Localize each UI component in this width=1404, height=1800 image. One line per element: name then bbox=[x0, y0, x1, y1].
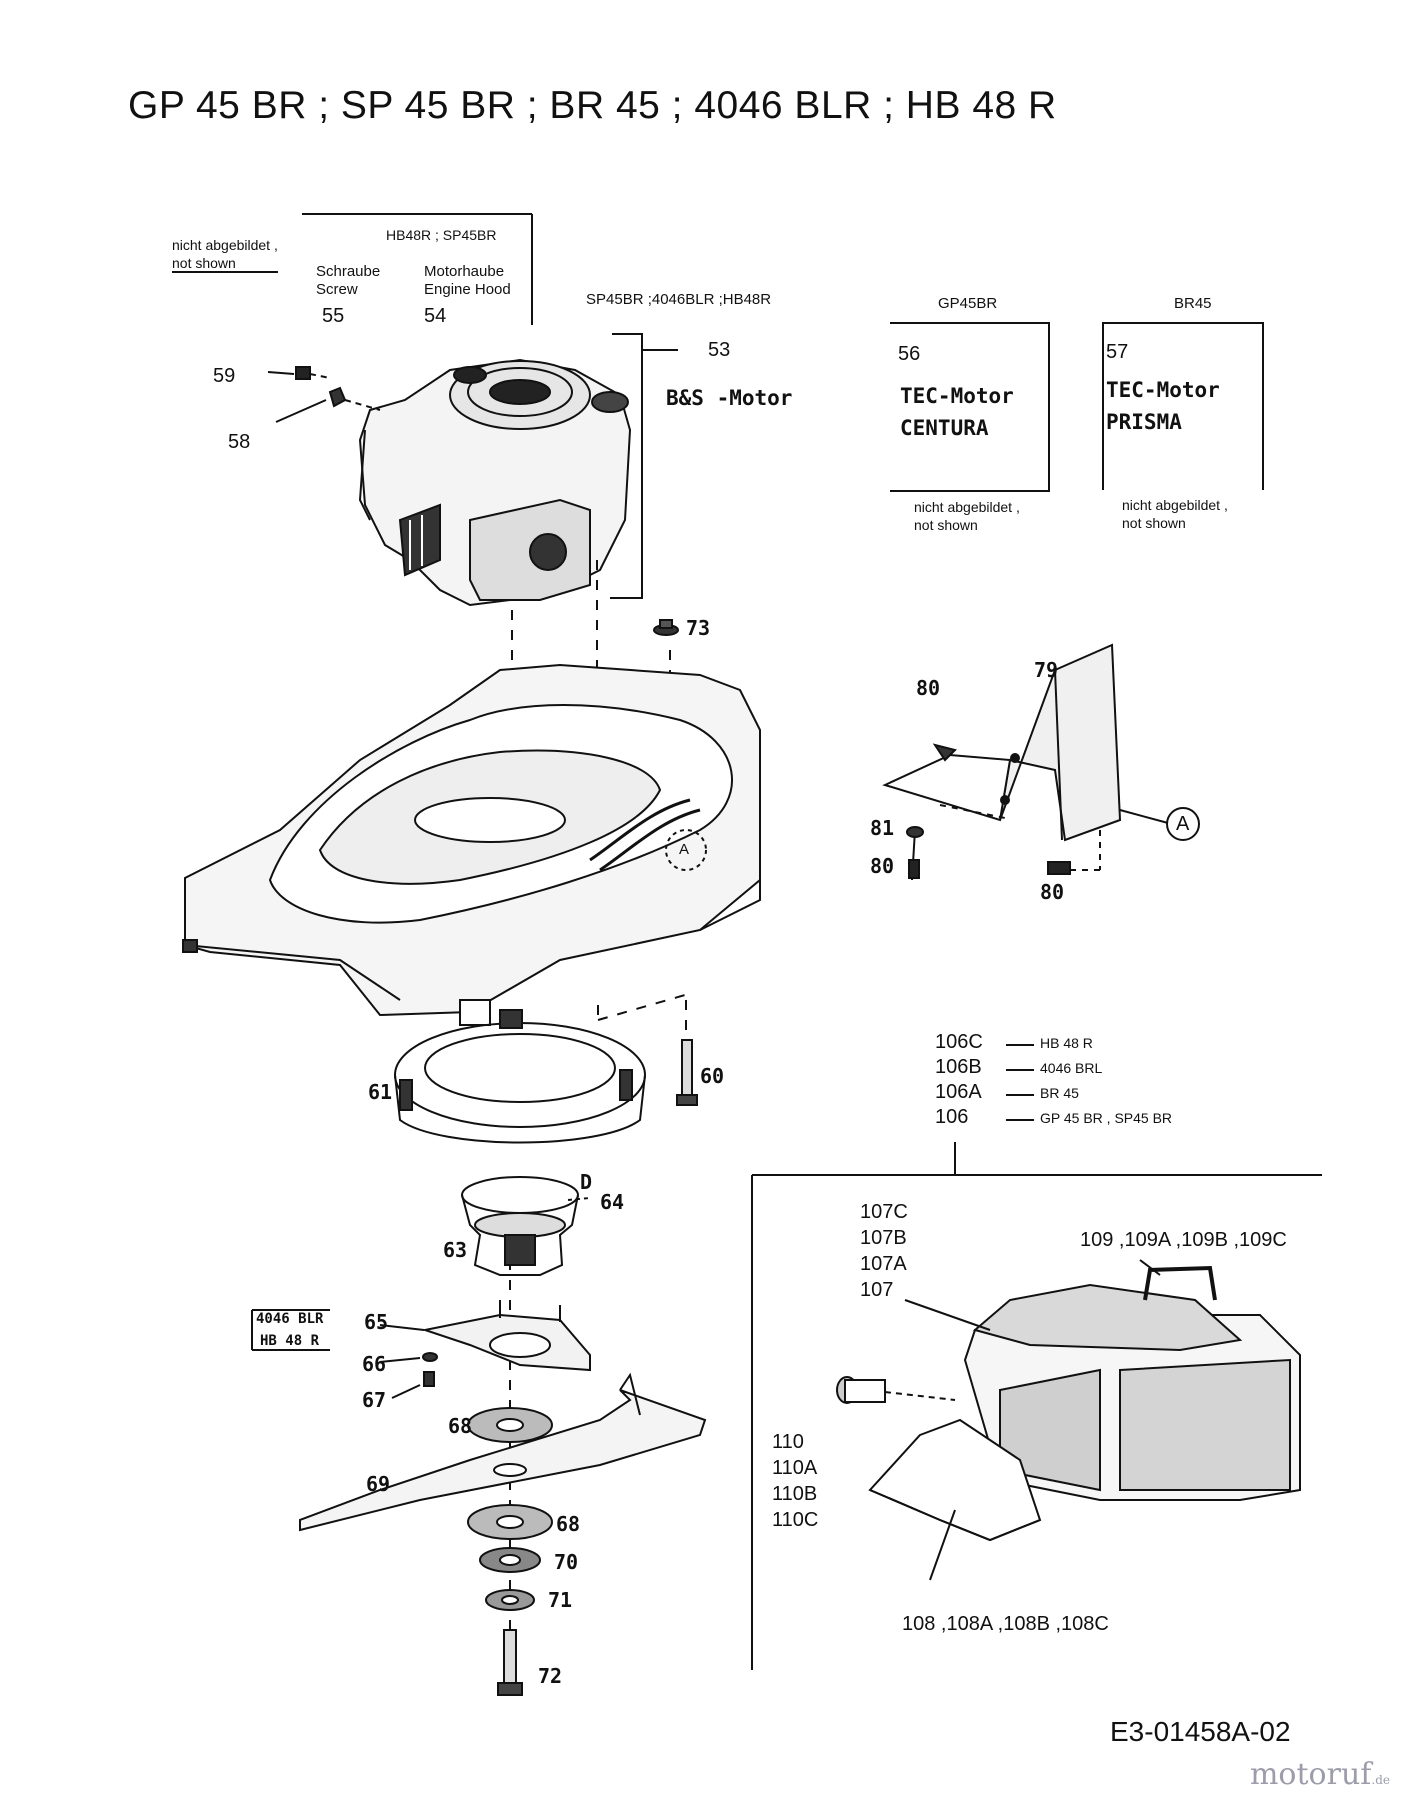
ref-79: 79 bbox=[1034, 658, 1059, 682]
ref-107a: 107A bbox=[860, 1253, 907, 1275]
deck-marker-a: A bbox=[679, 841, 690, 858]
page-title: GP 45 BR ; SP 45 BR ; BR 45 ; 4046 BLR ;… bbox=[128, 84, 1057, 127]
box-frame bbox=[890, 322, 1050, 492]
engine-drawing bbox=[358, 358, 632, 607]
ref-109: 109 ,109A ,109B ,109C bbox=[1080, 1229, 1287, 1251]
ref-110a: 110A bbox=[772, 1457, 818, 1479]
engine-hood-screw-drawing bbox=[267, 366, 381, 423]
hood-en-label: Engine Hood bbox=[424, 281, 511, 298]
box-note-1: nicht abgebildet , bbox=[914, 499, 1020, 515]
engine-models-label: SP45BR ;4046BLR ;HB48R bbox=[586, 291, 772, 308]
part-60-drawing bbox=[676, 1039, 698, 1106]
ref-67: 67 bbox=[362, 1388, 387, 1412]
variant-model: 4046 BRL bbox=[1040, 1060, 1103, 1076]
hood-models-label: HB48R ; SP45BR bbox=[386, 227, 497, 243]
engine-bracket bbox=[610, 333, 678, 599]
drawing-number: E3-01458A-02 bbox=[1110, 1716, 1291, 1747]
ref-80-bottom: 80 bbox=[1040, 880, 1065, 904]
ref-72: 72 bbox=[538, 1664, 563, 1688]
deflector-drawing bbox=[882, 643, 1200, 881]
ref-110c: 110C bbox=[772, 1509, 819, 1531]
ref-107c: 107C bbox=[860, 1201, 908, 1223]
ref-61: 61 bbox=[368, 1080, 393, 1104]
ref-56: 56 bbox=[898, 343, 921, 365]
ref-53: 53 bbox=[708, 339, 731, 361]
variant-model: BR 45 bbox=[1040, 1085, 1079, 1101]
box-model-label: GP45BR bbox=[938, 295, 998, 312]
grass-bag-frame bbox=[751, 1044, 1322, 1670]
box-model-label: BR45 bbox=[1174, 295, 1212, 312]
not-shown-en-label: not shown bbox=[172, 255, 236, 271]
box-note-2: not shown bbox=[1122, 515, 1186, 531]
ref-108: 108 ,108A ,108B ,108C bbox=[902, 1613, 1109, 1635]
blade-assembly-drawing bbox=[299, 1372, 707, 1696]
bs-motor-label: B&S -Motor bbox=[666, 386, 793, 410]
screw-en-label: Screw bbox=[316, 281, 358, 298]
variant-ref: 106A bbox=[935, 1081, 982, 1103]
ref-81: 81 bbox=[870, 816, 895, 840]
ref-71: 71 bbox=[548, 1588, 573, 1612]
box-line-2: PRISMA bbox=[1106, 410, 1182, 434]
not-shown-de-label: nicht abgebildet , bbox=[172, 237, 278, 253]
ref-69: 69 bbox=[366, 1472, 391, 1496]
ref-57: 57 bbox=[1106, 341, 1129, 363]
marker-a: A bbox=[1176, 813, 1190, 835]
part-73-drawing bbox=[653, 619, 679, 636]
box-frame bbox=[1102, 322, 1264, 490]
ref-68-bottom: 68 bbox=[556, 1512, 581, 1536]
ref-64: 64 bbox=[600, 1190, 625, 1214]
variant-model: GP 45 BR , SP45 BR bbox=[1040, 1110, 1173, 1126]
ref-80-left: 80 bbox=[870, 854, 895, 878]
box-note-1: nicht abgebildet , bbox=[1122, 497, 1228, 513]
box-line-1: TEC-Motor bbox=[900, 384, 1014, 408]
variant-ref: 106B bbox=[935, 1056, 982, 1078]
ref-59: 59 bbox=[213, 365, 236, 387]
box-line-2: CENTURA bbox=[900, 416, 989, 440]
grass-bag-drawing bbox=[836, 1259, 1301, 1581]
ref-107b: 107B bbox=[860, 1227, 907, 1249]
ref-63: 63 bbox=[443, 1238, 468, 1262]
part-66-67-drawing bbox=[379, 1352, 438, 1399]
ref-66: 66 bbox=[362, 1352, 387, 1376]
ref-80-top: 80 bbox=[916, 676, 941, 700]
part-63-64-drawing bbox=[461, 1176, 591, 1276]
ref-68-top: 68 bbox=[448, 1414, 473, 1438]
hood-de-label: Motorhaube bbox=[424, 263, 505, 280]
screw-de-label: Schraube bbox=[316, 263, 381, 280]
ref-55: 55 bbox=[322, 305, 345, 327]
watermark-text: motoruf bbox=[1249, 1757, 1372, 1792]
ref-110b: 110B bbox=[772, 1483, 818, 1505]
watermark-suffix: .de bbox=[1371, 1773, 1390, 1787]
ref-107: 107 bbox=[860, 1279, 894, 1301]
watermark-logo: motoruf.de bbox=[1250, 1757, 1390, 1792]
ref-54: 54 bbox=[424, 305, 447, 327]
part-65-drawing bbox=[251, 1300, 591, 1372]
d-mark: D bbox=[580, 1170, 593, 1194]
adapter-model-2: HB 48 R bbox=[260, 1333, 320, 1349]
variant-model: HB 48 R bbox=[1040, 1035, 1093, 1051]
ref-110: 110 bbox=[772, 1431, 804, 1453]
variant-ref: 106C bbox=[935, 1031, 983, 1053]
ref-70: 70 bbox=[554, 1550, 579, 1574]
box-note-2: not shown bbox=[914, 517, 978, 533]
header-bracket bbox=[172, 213, 533, 325]
ref-73: 73 bbox=[686, 616, 711, 640]
box-line-1: TEC-Motor bbox=[1106, 378, 1220, 402]
ref-58: 58 bbox=[228, 431, 251, 453]
adapter-model-1: 4046 BLR bbox=[256, 1311, 324, 1327]
mower-deck-drawing bbox=[182, 663, 761, 1026]
variant-ref: 106 bbox=[935, 1106, 969, 1128]
ref-60: 60 bbox=[700, 1064, 725, 1088]
ref-65: 65 bbox=[364, 1310, 389, 1334]
part-61-drawing bbox=[394, 1009, 646, 1144]
